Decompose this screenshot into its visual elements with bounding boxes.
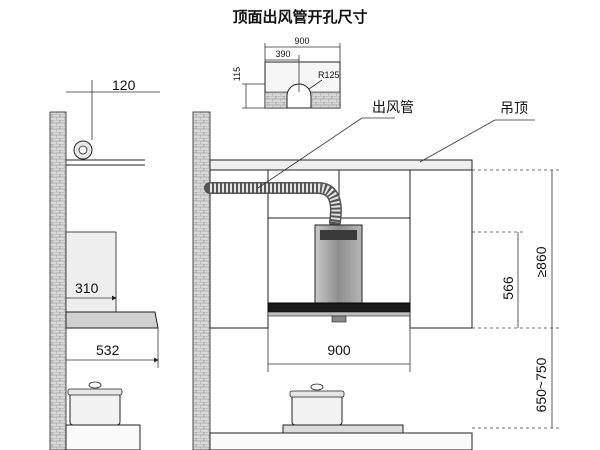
label-ceiling: 吊顶 bbox=[500, 100, 528, 116]
front-counter bbox=[209, 432, 473, 450]
dim-top-radius: R125 bbox=[318, 70, 340, 80]
dim-front-width: 900 bbox=[327, 342, 351, 358]
side-counter bbox=[65, 424, 141, 450]
dim-top-width: 900 bbox=[294, 36, 309, 46]
label-duct: 出风管 bbox=[372, 99, 414, 115]
dim-front-install: 650~750 bbox=[533, 357, 549, 412]
side-hood bbox=[65, 311, 159, 329]
dim-side-inner: 310 bbox=[75, 280, 99, 296]
dim-side-duct: 120 bbox=[112, 77, 136, 93]
duct-opening-shape bbox=[286, 83, 312, 109]
front-view: 出风管 吊顶 900 566 ≥860 650~750 bbox=[192, 99, 560, 450]
flex-duct bbox=[210, 183, 341, 223]
diagram-title: 顶面出风管开孔尺寸 bbox=[232, 8, 367, 26]
dim-front-ceiling: ≥860 bbox=[533, 246, 549, 277]
side-wall bbox=[49, 111, 67, 450]
top-view-opening: 900 390 115 R125 bbox=[232, 36, 341, 109]
ceiling-slab bbox=[209, 159, 473, 171]
dim-top-offset: 390 bbox=[275, 49, 290, 59]
dim-top-height: 115 bbox=[232, 67, 242, 81]
front-stove bbox=[282, 424, 404, 434]
right-cabinet bbox=[409, 169, 473, 329]
side-chimney bbox=[65, 231, 117, 313]
side-view: 120 310 532 bbox=[49, 77, 160, 450]
dim-front-height: 566 bbox=[500, 276, 516, 300]
hood-light bbox=[331, 315, 347, 323]
hood-glass bbox=[267, 302, 411, 313]
front-wall bbox=[192, 111, 211, 450]
dim-side-total: 532 bbox=[96, 342, 120, 358]
left-cabinet bbox=[209, 169, 269, 329]
front-pot bbox=[291, 394, 343, 426]
side-pot bbox=[69, 392, 121, 426]
